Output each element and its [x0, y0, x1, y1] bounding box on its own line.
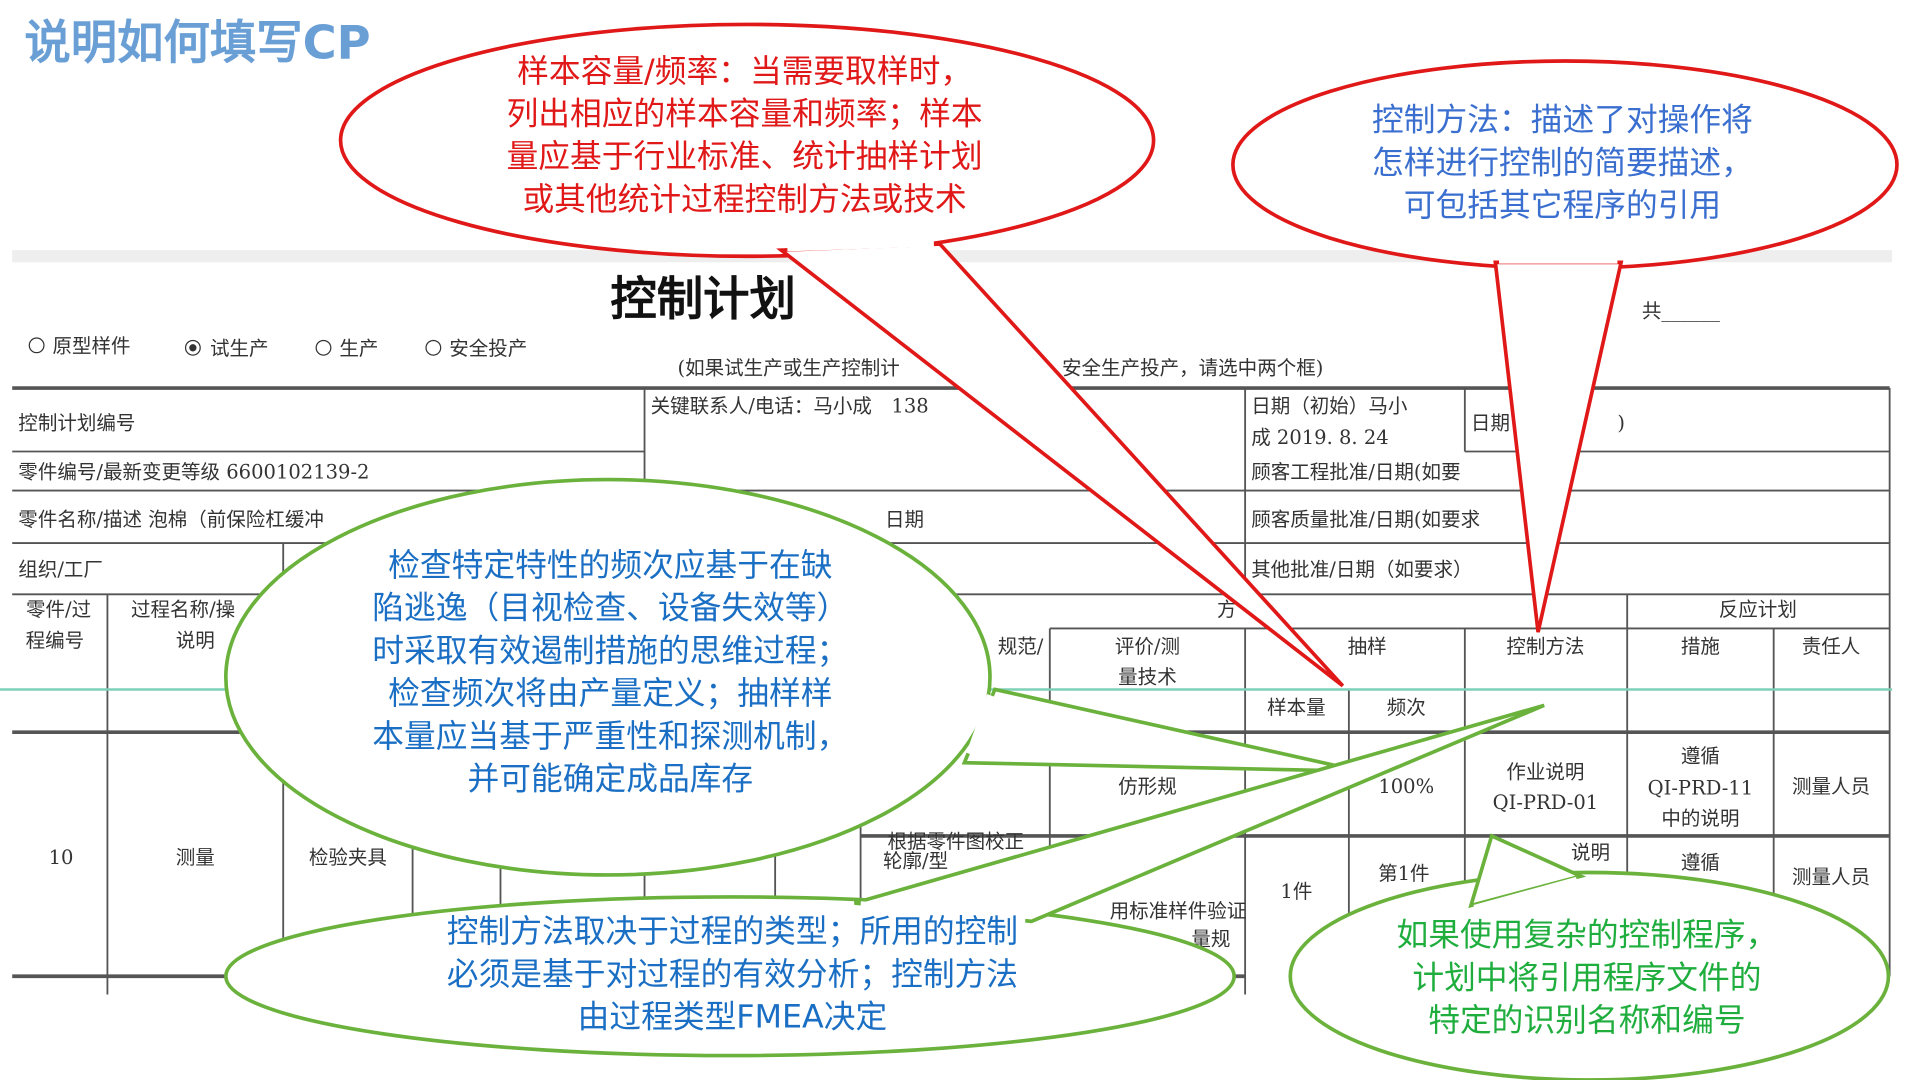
callout-line: 控制方法：描述了对操作将 — [1372, 102, 1753, 140]
cell-part-name: 零件名称/描述 泡棉（前保险杠缓冲 — [18, 508, 324, 531]
slide-title: 说明如何填写CP — [24, 16, 370, 70]
cell-r2-control: 说明 — [1571, 841, 1610, 864]
cell-mid-date: 日期 — [885, 508, 924, 531]
header-frequency: 频次 — [1387, 696, 1426, 719]
callout-line: 列出相应的样本容量和频率；样本 — [506, 96, 983, 134]
header-part-no: 零件/过 — [26, 598, 91, 621]
callout-line: 并可能确定成品库存 — [467, 761, 754, 799]
note-right: 安全生产投产，请选中两个框) — [1062, 357, 1323, 380]
cell-date-initial-value: 成 2019. 8. 24 — [1251, 426, 1388, 449]
callout-sample-size — [338, 22, 1345, 688]
callout-line: 计划中将引用程序文件的 — [1412, 960, 1762, 997]
header-action: 措施 — [1681, 635, 1720, 658]
callout-method-type — [223, 703, 1545, 1058]
callout-sample-size-text: 样本容量/频率：当需要取样时， 列出相应的样本容量和频率；样本 量应基于行业标准… — [366, 51, 1123, 222]
header-part-no-2: 程编号 — [26, 629, 85, 652]
callout-line: 必须是基于对过程的有效分析；控制方法 — [446, 956, 1019, 994]
table-rows: 10 测量 检验夹具 仿形规 100% 作业说明 QI-PRD-01 遵循 QI… — [49, 745, 1870, 951]
callout-line: 陷逃逸（目视检查、设备失效等） — [372, 590, 849, 628]
callout-complex-procedure — [1288, 833, 1891, 1080]
cell-r2-action: 遵循 — [1681, 851, 1720, 874]
note-left: (如果试生产或生产控制计 — [677, 357, 899, 380]
radio-production[interactable]: 生产 — [315, 337, 378, 360]
callout-line: 时采取有效遏制措施的思维过程； — [372, 633, 849, 670]
callout-line: 量应基于行业标准、统计抽样计划 — [506, 139, 983, 176]
header-control-method: 控制方法 — [1506, 635, 1584, 658]
header-spec: 规范/ — [998, 635, 1044, 658]
cell-r1-action-2: QI-PRD-11 — [1648, 776, 1754, 799]
callout-line: 控制方法取决于过程的类型；所用的控制 — [446, 914, 1019, 951]
cell-organization: 组织/工厂 — [18, 558, 103, 581]
radio-pilot[interactable]: 试生产 — [184, 337, 269, 360]
table-headers: 零件/过 程编号 过程名称/操 说明 方 规范/ 评价/测 量技术 抽样 样本量… — [26, 598, 1861, 719]
radio-safe-launch[interactable]: 安全投产 — [425, 337, 527, 360]
callout-line: 或其他统计过程控制方法或技术 — [522, 181, 967, 219]
cell-r1-action-3: 中的说明 — [1661, 807, 1739, 830]
cell-r1-control-2: QI-PRD-01 — [1493, 791, 1599, 814]
callout-line: 特定的识别名称和编号 — [1428, 1003, 1746, 1040]
radio-label: 原型样件 — [52, 335, 130, 358]
cell-r1-owner: 测量人员 — [1792, 775, 1870, 798]
cell-r1-control: 作业说明 — [1506, 761, 1584, 784]
cell-date-revision-end: ) — [1617, 412, 1625, 435]
cell-customer-quality: 顾客质量批准/日期(如要求 — [1251, 508, 1480, 531]
callout-complex-procedure-text: 如果使用复杂的控制程序， 计划中将引用程序文件的 特定的识别名称和编号 — [1343, 915, 1831, 1043]
cell-r1-eval: 仿形规 — [1118, 775, 1177, 798]
cell-r2-owner: 测量人员 — [1792, 866, 1870, 889]
header-process-name: 过程名称/操 — [131, 598, 235, 621]
callout-frequency — [223, 477, 1362, 877]
callout-line: 检查特定特性的频次应基于在缺 — [388, 547, 833, 585]
radio-label: 试生产 — [210, 337, 269, 360]
header-owner: 责任人 — [1802, 635, 1861, 658]
header-reaction-plan: 反应计划 — [1719, 598, 1797, 621]
header-evaluation: 评价/测 — [1115, 635, 1180, 658]
page-total: 共______ — [1642, 299, 1720, 322]
callout-frequency-text: 检查特定特性的频次应基于在缺 陷逃逸（目视检查、设备失效等） 时采取有效遏制措施… — [293, 545, 928, 801]
callout-line: 本量应当基于严重性和探测机制， — [372, 718, 849, 756]
cell-control-plan-no: 控制计划编号 — [18, 412, 135, 435]
header-sample-size: 样本量 — [1267, 696, 1326, 719]
cell-date-initial: 日期（初始）马小 — [1251, 394, 1408, 417]
cell-proc-name: 测量 — [176, 846, 215, 869]
cell-other-approval: 其他批准/日期（如要求） — [1251, 558, 1472, 581]
callout-line: 可包括其它程序的引用 — [1403, 187, 1722, 225]
radio-label: 生产 — [339, 337, 378, 360]
cell-r2-size: 1件 — [1280, 880, 1312, 903]
sheet-title: 控制计划 — [610, 271, 795, 326]
callout-line: 由过程类型FMEA决定 — [577, 999, 888, 1037]
cell-customer-engineering: 顾客工程批准/日期(如要 — [1251, 460, 1460, 483]
callout-line: 检查频次将由产量定义；抽样样 — [388, 676, 833, 713]
header-method: 方 — [1217, 598, 1237, 621]
cell-r1-freq: 100% — [1378, 775, 1434, 798]
cell-r2-eval-2: 量规 — [1191, 928, 1230, 951]
callout-line: 怎样进行控制的简要描述， — [1372, 145, 1753, 182]
callout-control-method-text: 控制方法：描述了对操作将 怎样进行控制的简要描述， 可包括其它程序的引用 — [1294, 100, 1831, 228]
cell-part-no: 零件编号/最新变更等级 6600102139-2 — [18, 460, 369, 483]
radio-prototype[interactable]: 原型样件 — [28, 335, 131, 358]
callout-line: 样本容量/频率：当需要取样时， — [517, 53, 973, 91]
header-evaluation-2: 量技术 — [1118, 665, 1177, 688]
cell-r2-spec-2: 轮廓/型 — [883, 850, 948, 873]
cell-key-contact: 关键联系人/电话：马小成 138 — [651, 394, 929, 417]
cell-r2-spec: 根据零件图校正 — [887, 830, 1024, 853]
cell-r2-eval: 用标准样件验证 — [1110, 900, 1247, 923]
cell-date-revision: 日期 — [1471, 412, 1510, 435]
callout-method-type-text: 控制方法取决于过程的类型；所用的控制 必须是基于对过程的有效分析；控制方法 由过… — [366, 912, 1098, 1040]
cell-r2-freq: 第1件 — [1378, 862, 1429, 885]
cell-device: 检验夹具 — [309, 846, 387, 869]
cell-r1-action: 遵循 — [1681, 745, 1720, 768]
cell-proc-no: 10 — [49, 846, 74, 869]
callout-control-method — [1231, 59, 1899, 633]
radio-label: 安全投产 — [449, 337, 527, 360]
header-process-name-2: 说明 — [176, 629, 215, 652]
callout-line: 如果使用复杂的控制程序， — [1396, 917, 1778, 955]
header-sampling: 抽样 — [1348, 635, 1387, 658]
